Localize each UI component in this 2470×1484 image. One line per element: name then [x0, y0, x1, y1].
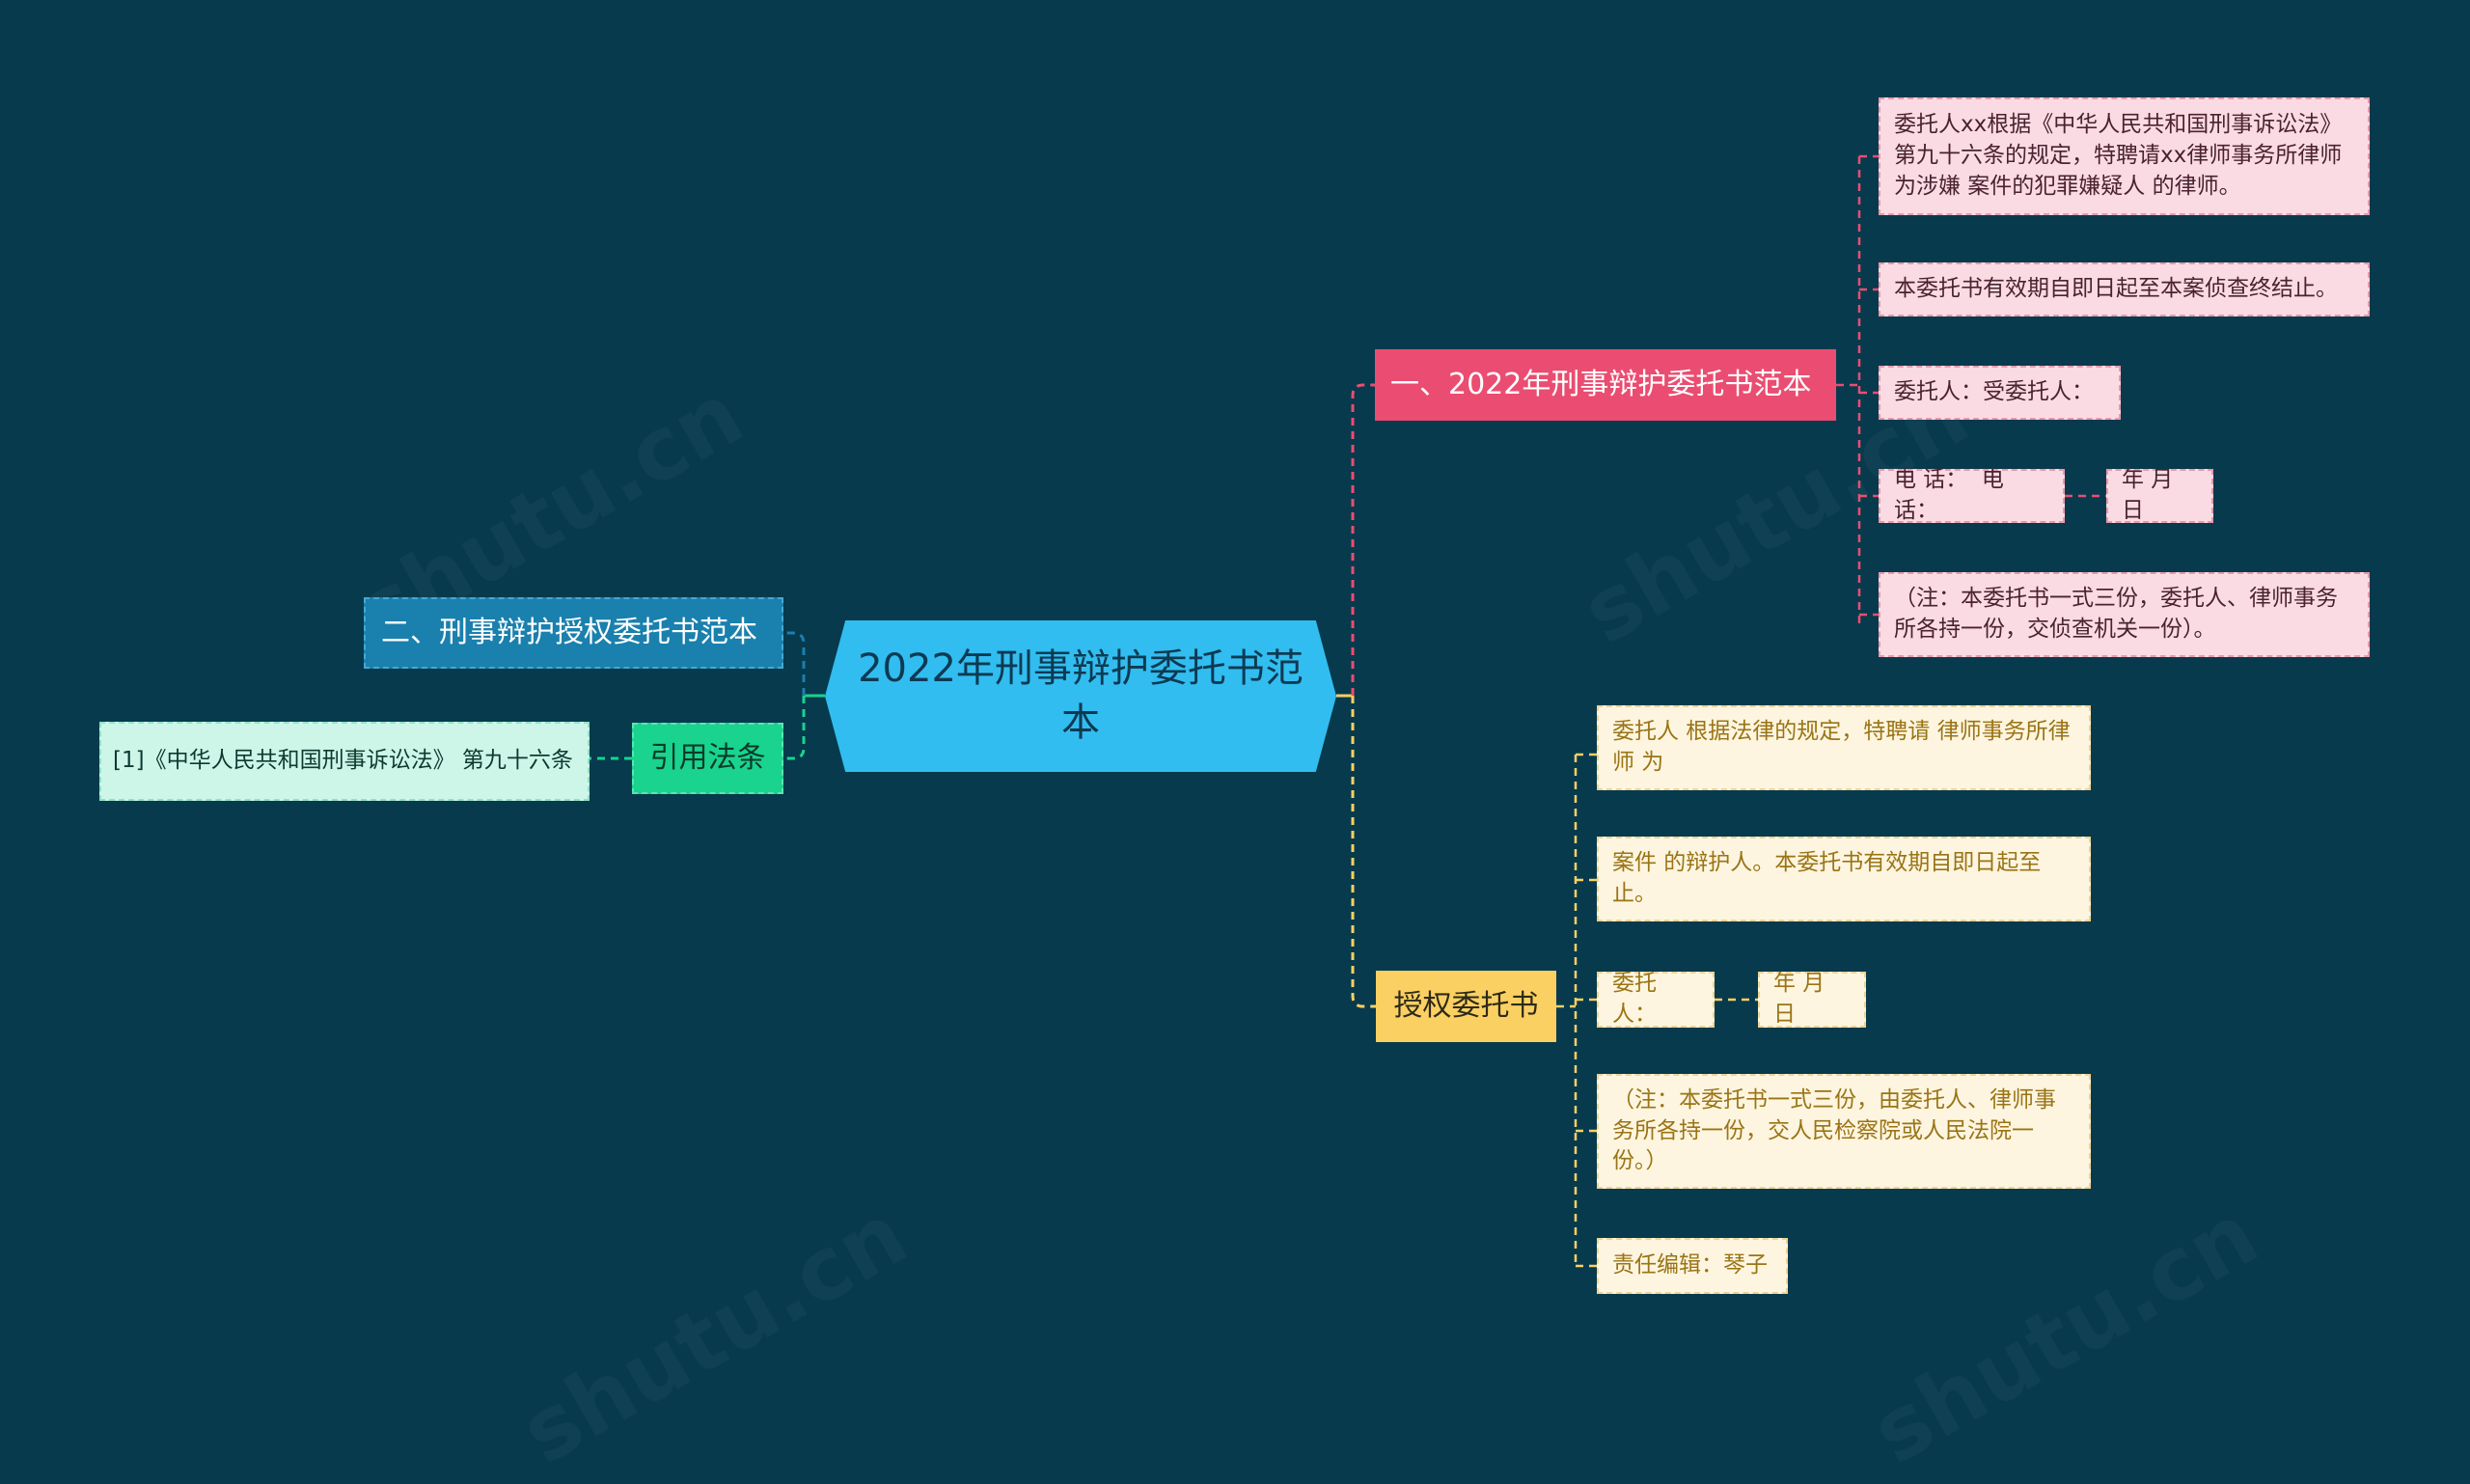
- connector-yellow-leaf: [1576, 753, 1597, 1268]
- root-topic[interactable]: 2022年刑事辩护委托书范本: [825, 620, 1336, 772]
- mind-map-canvas: shutu.cn shutu.cn shutu.cn shutu.cn 2022…: [99, 97, 2370, 1294]
- sample-one-item-4[interactable]: 电 话： 电 话：: [1879, 467, 2065, 523]
- authorization-item-3[interactable]: 委托人：: [1597, 971, 1715, 1028]
- connector-root-blue: [783, 631, 806, 696]
- citation-item-1[interactable]: [1]《中华人民共和国刑事诉讼法》 第九十六条: [99, 722, 590, 801]
- authorization-item-5[interactable]: 责任编辑：琴子: [1597, 1238, 1788, 1294]
- connector-root-green: [783, 696, 806, 760]
- branch-citation[interactable]: 引用法条: [632, 723, 783, 794]
- connector-pink-spine: [1836, 156, 1861, 625]
- authorization-item-2[interactable]: 案件 的辩护人。本委托书有效期自即日起至止。: [1597, 837, 2091, 921]
- sample-one-item-1[interactable]: 委托人xx根据《中华人民共和国刑事诉讼法》第九十六条的规定，特聘请xx律师事务所…: [1879, 97, 2370, 215]
- connector-root-pink: [1351, 383, 1375, 696]
- connector-yellow-spine: [1556, 755, 1578, 1266]
- branch-sample-one[interactable]: 一、2022年刑事辩护委托书范本: [1375, 349, 1836, 421]
- authorization-date[interactable]: 年 月 日: [1758, 971, 1866, 1028]
- sample-one-item-3[interactable]: 委托人：受委托人：: [1879, 366, 2121, 420]
- sample-one-date[interactable]: 年 月 日: [2106, 467, 2213, 523]
- sample-one-item-2[interactable]: 本委托书有效期自即日起至本案侦查终结止。: [1879, 262, 2370, 316]
- branch-sample-two[interactable]: 二、刑事辩护授权委托书范本: [364, 597, 783, 669]
- connector-root-yellow: [1351, 696, 1376, 1008]
- watermark: shutu.cn: [505, 1184, 923, 1484]
- authorization-item-4[interactable]: （注：本委托书一式三份，由委托人、律师事务所各持一份，交人民检察院或人民法院一份…: [1597, 1074, 2091, 1189]
- sample-one-item-5[interactable]: （注：本委托书一式三份，委托人、律师事务所各持一份，交侦查机关一份）。: [1879, 572, 2370, 657]
- connector-pink-leaf: [1859, 154, 1879, 617]
- authorization-item-1[interactable]: 委托人 根据法律的规定，特聘请 律师事务所律师 为: [1597, 705, 2091, 790]
- watermark: shutu.cn: [1855, 1184, 2274, 1484]
- branch-authorization[interactable]: 授权委托书: [1376, 971, 1556, 1042]
